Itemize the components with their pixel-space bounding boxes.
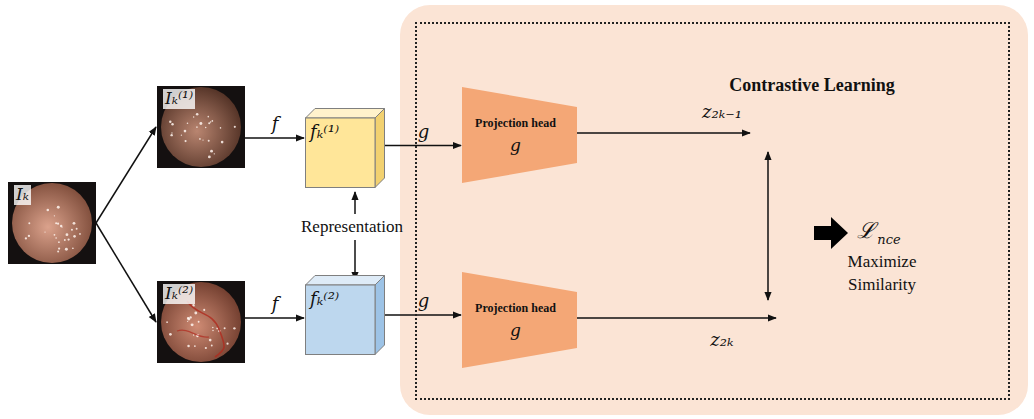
image-label: Iₖ — [14, 185, 31, 205]
block-arrow — [814, 217, 848, 249]
representation-label: fₖ⁽²⁾ — [310, 288, 339, 309]
projection-text-group: Projection head g — [462, 272, 569, 368]
loss-description: Maximize Similarity — [834, 251, 930, 297]
projection-head: Projection head g — [462, 272, 577, 368]
representation-box: fₖ⁽¹⁾ — [305, 108, 385, 188]
projection-trapezoid — [462, 87, 577, 183]
flow-arrow — [245, 137, 304, 139]
image-label: Iₖ⁽²⁾ — [163, 284, 195, 304]
edge-label: g — [418, 121, 430, 142]
group-title: Contrastive Learning — [729, 75, 895, 96]
cube-side — [375, 109, 385, 188]
output-symbol: z₂ₖ — [710, 328, 733, 352]
image-node: Iₖ — [8, 182, 96, 264]
flow-arrow — [96, 127, 156, 223]
projection-title: Projection head — [475, 301, 556, 316]
output-arrow — [576, 317, 776, 319]
similarity-arrow — [767, 152, 769, 300]
image-label: Iₖ⁽¹⁾ — [163, 89, 195, 109]
contrastive-region — [400, 5, 1028, 415]
image-view — [161, 282, 241, 362]
cube-front — [306, 118, 376, 188]
flow-arrow — [245, 317, 304, 319]
image-node: Iₖ⁽²⁾ — [157, 281, 245, 363]
loss-subscript: nce — [877, 231, 900, 249]
leader-arrow — [354, 240, 356, 280]
flow-arrow — [96, 223, 156, 322]
cube-top — [306, 109, 385, 119]
representation-box: fₖ⁽²⁾ — [305, 275, 385, 355]
cube-side — [375, 276, 385, 355]
image-view — [12, 183, 92, 263]
flow-arrow — [385, 314, 461, 316]
representation-label: Representation — [301, 216, 403, 239]
image-frame — [157, 86, 245, 168]
edge-label: f — [272, 293, 279, 314]
image-frame — [8, 182, 96, 264]
leader-arrow — [354, 192, 356, 214]
projection-head: Projection head g — [462, 87, 577, 183]
projection-text-group: Projection head g — [462, 87, 569, 183]
output-arrow — [576, 132, 750, 134]
flow-arrow — [385, 145, 461, 147]
cube-front — [306, 285, 376, 355]
image-view — [161, 87, 241, 167]
image-frame — [157, 281, 245, 363]
loss-symbol: ℒ — [857, 216, 875, 246]
cube-top — [306, 276, 385, 286]
feature-cube — [305, 108, 385, 188]
output-symbol: z₂ₖ₋₁ — [702, 100, 742, 124]
edge-label: f — [272, 113, 279, 134]
feature-cube — [305, 275, 385, 355]
representation-label: fₖ⁽¹⁾ — [310, 121, 339, 142]
projection-symbol: g — [510, 135, 521, 155]
projection-trapezoid — [462, 272, 577, 368]
image-node: Iₖ⁽¹⁾ — [157, 86, 245, 168]
projection-symbol: g — [510, 320, 521, 340]
projection-title: Projection head — [475, 116, 556, 131]
edge-label: g — [418, 290, 430, 311]
